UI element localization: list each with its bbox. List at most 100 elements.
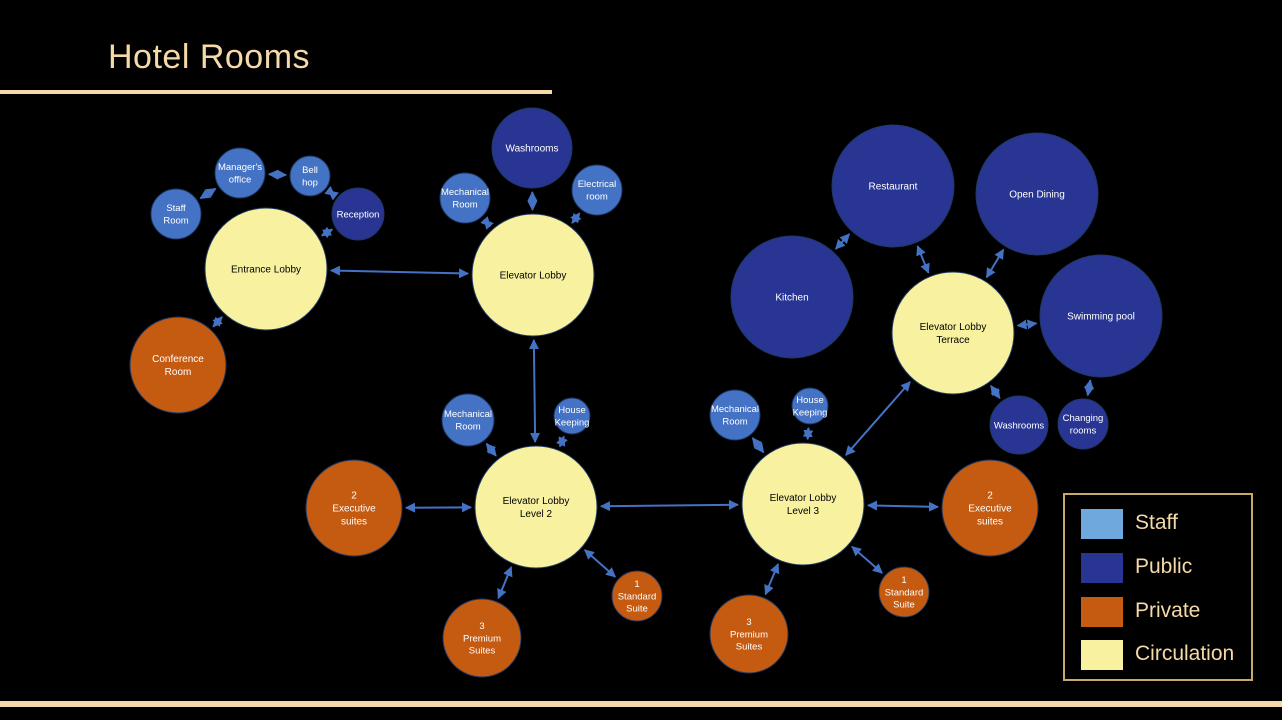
room-label-reception: Reception [337,209,380,220]
room-label-exec2: suites [341,517,367,528]
connection-terrace-opendining [985,248,1005,279]
room-bubble-changing [1057,398,1109,450]
room-bubble-pool [1039,254,1163,378]
room-label-std2: Suite [626,604,648,615]
connection-bellhop-reception [324,185,339,201]
room-bubble-mech2 [441,393,495,447]
footer-rule [0,701,1282,707]
room-label-exec2: 2 [351,491,357,502]
room-label-mech3: Mechanical [711,404,759,415]
connection-el2-prem2 [497,566,513,600]
legend-label: Public [1135,555,1193,578]
room-node-managers: Manager's office [214,147,266,199]
room-label-managers: Manager's [218,162,262,173]
room-label-washrooms2: Washrooms [994,420,1045,431]
connection-elevator-el2 [528,338,541,444]
room-label-electrical: room [586,192,608,203]
room-label-prem3: Premium [730,629,768,640]
rooms: Entrance LobbyManager'sofficeBellhopRece… [129,107,1163,678]
room-label-managers: office [229,175,252,186]
room-bubble-hk3 [791,387,829,425]
room-label-opendining: Open Dining [1009,190,1065,201]
room-node-washrooms2: Washrooms [989,395,1049,455]
room-bubble-prem2 [442,598,522,678]
connection-restaurant-kitchen [835,233,850,250]
room-label-electrical: Electrical [578,179,617,190]
room-node-restaurant: Restaurant [831,124,955,248]
title-underline [0,90,552,94]
room-label-std3: Suite [893,600,915,611]
room-bubble-el2 [474,445,598,569]
legend-label: Circulation [1135,642,1235,665]
connection-terrace-restaurant [916,245,930,274]
room-bubble-reception [331,187,385,241]
room-label-hk3: House [796,395,823,406]
room-node-pool: Swimming pool [1039,254,1163,378]
room-label-pool: Swimming pool [1067,312,1135,323]
room-node-elevator: Elevator Lobby [471,213,595,337]
room-label-bellhop: hop [302,178,318,189]
room-node-electrical: Electrical room [571,164,623,216]
connection-managers-bellhop [267,169,288,180]
room-bubble-conference [129,316,227,414]
room-label-terrace: Terrace [936,335,970,346]
room-label-entrance: Entrance Lobby [231,265,301,276]
connection-elevator-mech1 [480,216,494,230]
room-label-mech1: Room [452,200,477,211]
room-bubble-restaurant [831,124,955,248]
room-label-el2: Elevator Lobby [503,496,570,507]
room-label-exec3: Executive [968,504,1012,515]
room-bubble-mech1 [439,172,491,224]
legend-label: Staff [1135,511,1178,534]
legend-swatch [1081,553,1123,583]
legend-swatch [1081,640,1123,670]
room-bubble-el3 [741,442,865,566]
room-node-reception: Reception [331,187,385,241]
connection-pool-changing [1083,379,1095,397]
room-label-mech1: Mechanical [441,187,489,198]
room-label-mech2: Room [455,422,480,433]
connection-el3-hk3 [802,426,814,441]
room-bubble-entrance [204,207,328,331]
connection-el2-hk2 [555,435,568,448]
room-label-prem2: 3 [479,621,484,632]
room-bubble-prem3 [709,594,789,674]
room-label-conference: Conference [152,354,204,365]
room-label-std2: Standard [618,591,657,602]
connection-el2-el3 [599,499,740,512]
room-bubble-terrace [891,271,1015,395]
connection-entrance-reception [320,226,334,239]
room-bubble-elevator [471,213,595,337]
room-label-mech3: Room [722,417,747,428]
room-label-hk3: Keeping [793,408,828,419]
room-label-el3: Elevator Lobby [770,493,837,504]
room-bubble-opendining [975,132,1099,256]
connection-el3-prem3 [764,563,780,596]
connection-terrace-pool [1016,319,1038,330]
room-bubble-std3 [878,566,930,618]
connection-el3-mech3 [751,437,765,454]
room-label-changing: Changing [1063,413,1104,424]
connection-el3-exec3 [866,500,940,512]
room-node-opendining: Open Dining [975,132,1099,256]
room-bubble-bellhop [289,155,331,197]
room-node-entrance: Entrance Lobby [204,207,328,331]
connection-entrance-conference [212,316,223,328]
room-label-prem3: Suites [736,642,763,653]
room-node-kitchen: Kitchen [730,235,854,359]
room-label-conference: Room [165,367,192,378]
